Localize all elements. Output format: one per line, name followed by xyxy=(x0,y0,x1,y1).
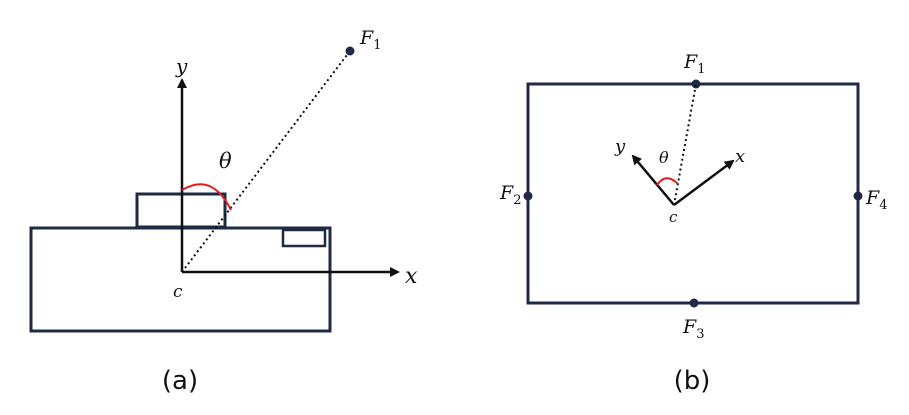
x-axis-label: x xyxy=(735,146,745,167)
force-line-f1 xyxy=(181,50,351,273)
force-point-f4 xyxy=(853,191,863,201)
force-point-f1 xyxy=(345,46,355,56)
angle-label: θ xyxy=(659,148,669,167)
x-axis-label: x xyxy=(405,264,418,289)
y-axis-arrow xyxy=(631,154,675,206)
force-point-f3 xyxy=(689,298,699,308)
panel-b: y x θ c F1 F2 F3 F4 (b) xyxy=(499,51,887,396)
force-label-f3: F3 xyxy=(682,316,704,342)
angle-arc xyxy=(656,177,679,186)
force-label-f2: F2 xyxy=(499,182,521,208)
caption-a: (a) xyxy=(162,366,198,396)
force-label-f1: F1 xyxy=(683,51,705,77)
force-point-f2 xyxy=(523,191,533,201)
center-label: c xyxy=(669,208,678,226)
body-rect-large xyxy=(29,226,332,333)
angle-label: θ xyxy=(219,149,232,173)
panel-a: y x c θ F1 (a) xyxy=(29,27,418,396)
y-axis-label: y xyxy=(614,136,626,157)
center-label: c xyxy=(173,282,183,302)
angle-arc xyxy=(181,183,232,211)
force-line-f1 xyxy=(673,83,697,206)
x-axis-arrow xyxy=(673,159,735,207)
y-axis-label: y xyxy=(175,54,188,78)
force-point-f1 xyxy=(691,79,701,89)
force-label-f4: F4 xyxy=(865,187,887,213)
force-label-f1: F1 xyxy=(359,27,381,53)
outer-rect xyxy=(526,82,860,305)
body-rect-small xyxy=(281,228,327,248)
caption-b: (b) xyxy=(674,366,711,396)
